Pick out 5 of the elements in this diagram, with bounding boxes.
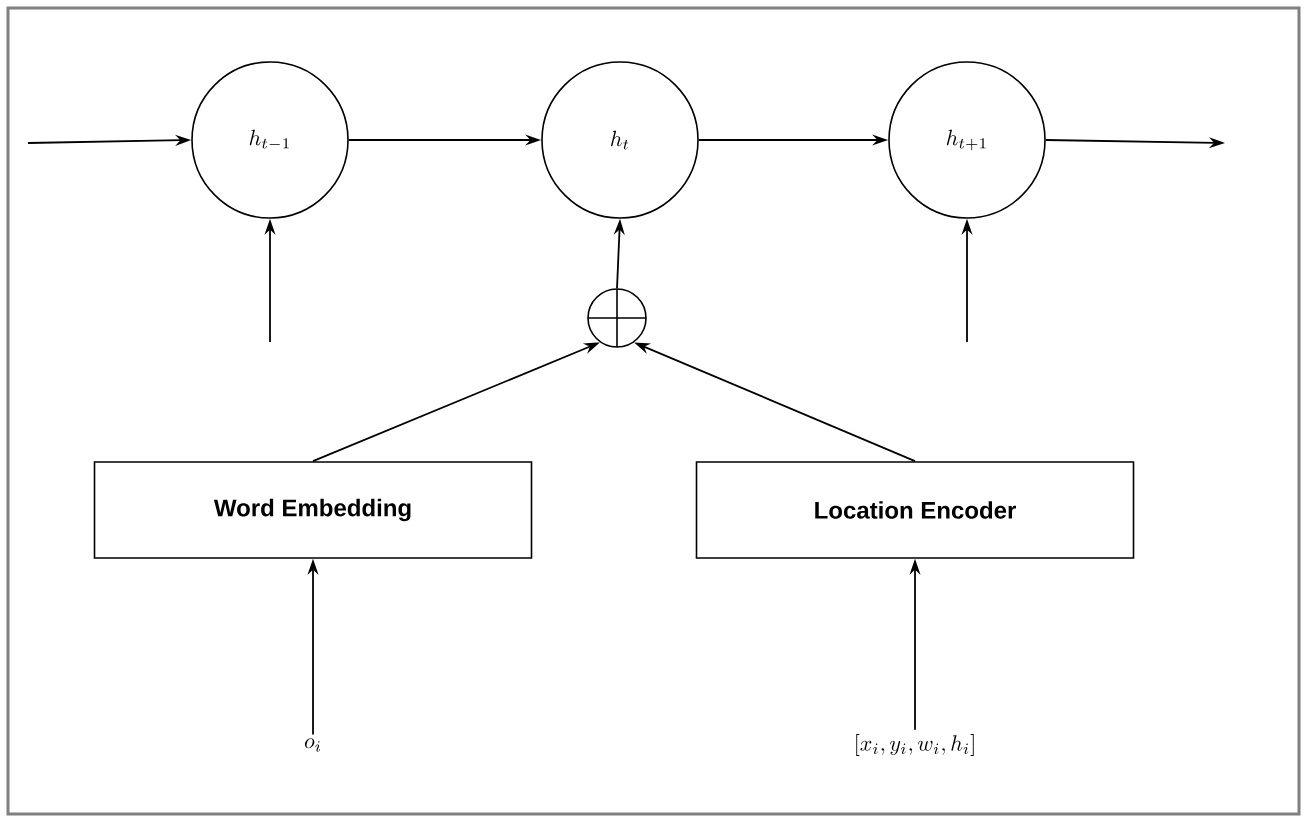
process-box: Word Embedding <box>93 461 533 559</box>
sum-circle <box>587 288 647 348</box>
process-box: Location Encoder <box>695 461 1135 559</box>
input-label: $[x_i, y_i, w_i, h_i]$ <box>856 734 974 756</box>
input-label: $o_i$ <box>304 738 321 752</box>
